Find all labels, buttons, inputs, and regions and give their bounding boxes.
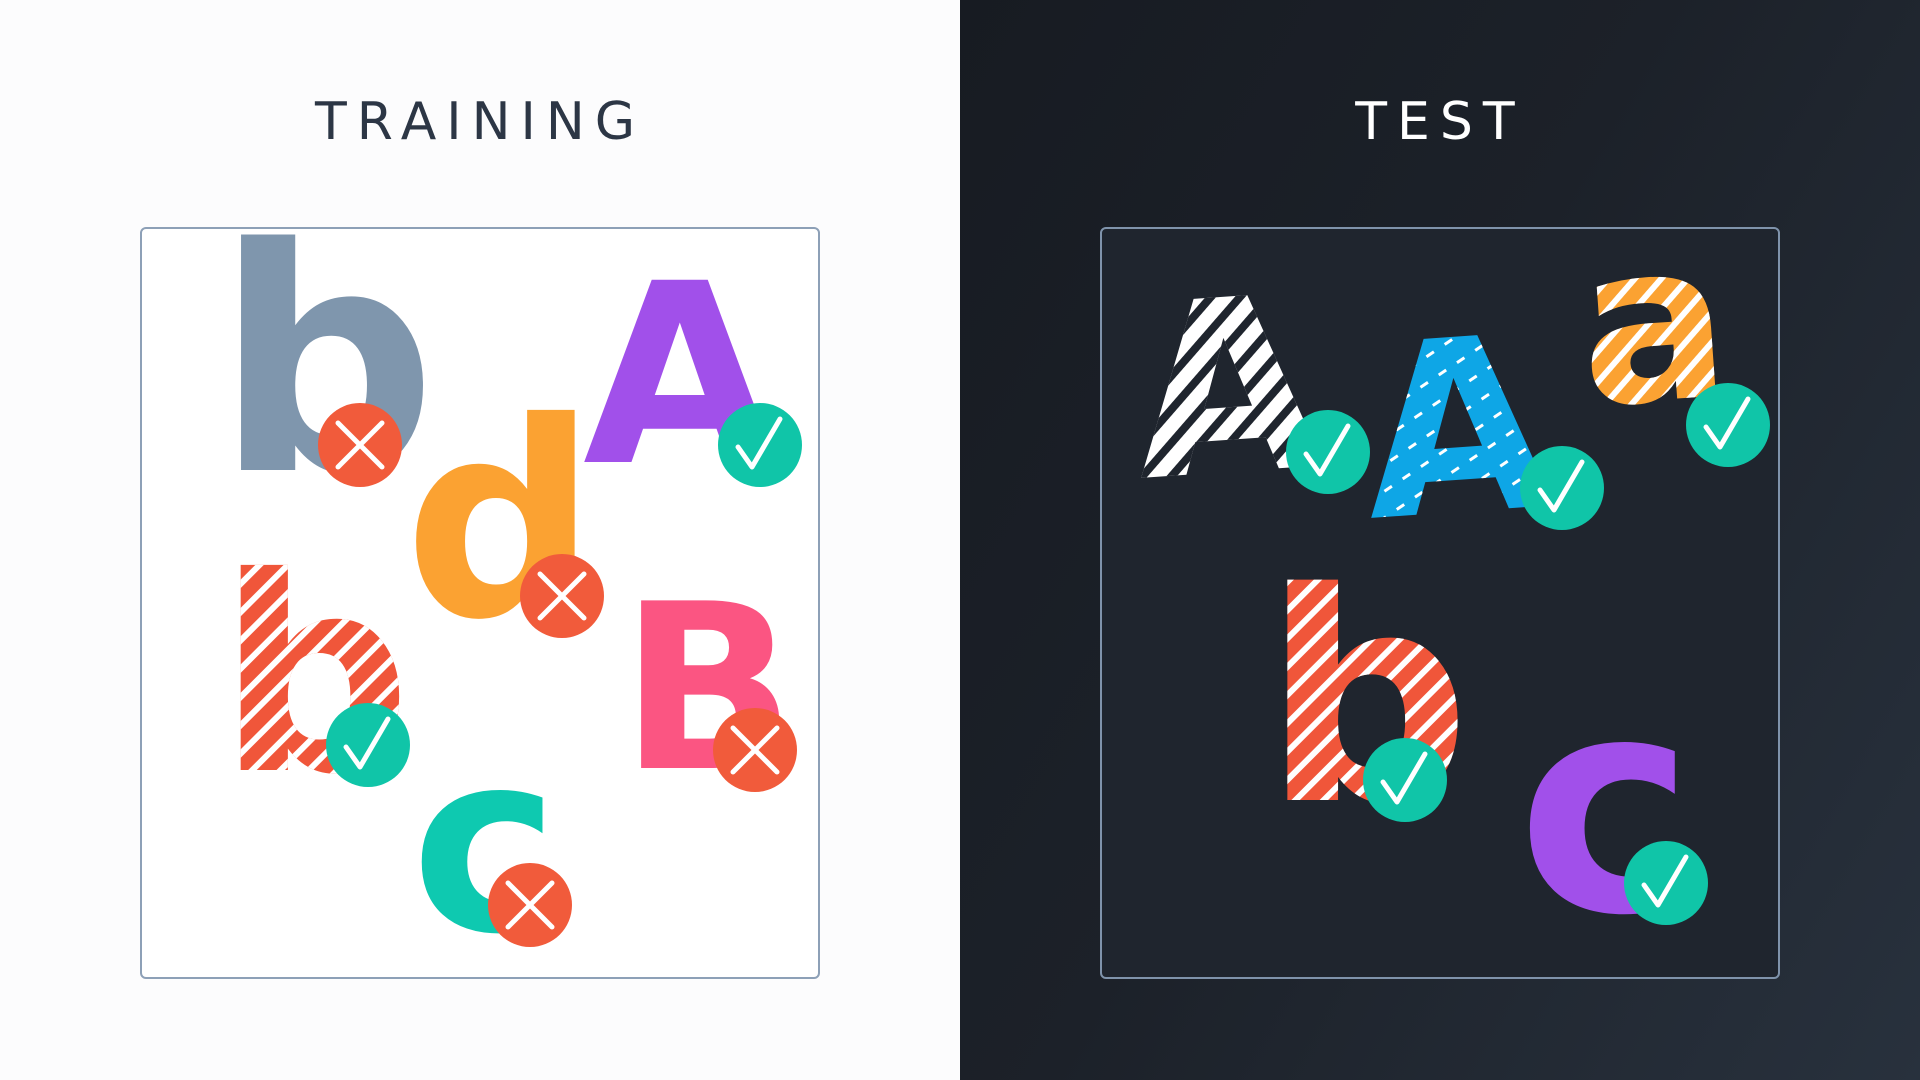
test-letter-3-pattern: b — [1263, 532, 1471, 869]
training-letter-0-glyph: b — [215, 183, 437, 544]
training-badge-3-check-icon — [326, 703, 410, 787]
test-letter-3: bb — [1263, 532, 1471, 869]
training-title: TRAINING — [314, 92, 646, 152]
test-letter-1: AA — [1354, 283, 1559, 575]
training-frame — [140, 227, 820, 979]
training-badge-1-check-icon — [718, 403, 802, 487]
test-badge-3-check-icon — [1363, 738, 1447, 822]
training-letter-0: b — [215, 183, 437, 544]
test-letter-0: AA — [1124, 243, 1329, 535]
training-badge-4-cross-icon — [713, 708, 797, 792]
test-badge-0-check-icon — [1286, 410, 1370, 494]
test-letter-4: c — [1517, 632, 1695, 981]
test-badge-1-check-icon — [1520, 446, 1604, 530]
test-title: TEST — [1355, 92, 1525, 152]
test-letter-1-glyph: A — [1354, 283, 1559, 575]
training-letter-3-pattern: b — [218, 519, 411, 834]
training-badge-0-cross-icon — [318, 403, 402, 487]
training-letter-3: bb — [218, 519, 411, 834]
test-badge-2-check-icon — [1686, 383, 1770, 467]
training-badge-5-cross-icon — [488, 863, 572, 947]
test-letter-3-glyph: b — [1263, 532, 1471, 869]
training-badge-2-cross-icon — [520, 554, 604, 638]
test-letter-0-glyph: A — [1124, 243, 1329, 535]
test-letter-0-pattern: A — [1124, 243, 1329, 535]
test-letter-4-glyph: c — [1517, 632, 1695, 981]
test-badge-4-check-icon — [1624, 841, 1708, 925]
test-letter-1-pattern: A — [1354, 283, 1559, 575]
test-letter-2: aa — [1571, 191, 1737, 457]
